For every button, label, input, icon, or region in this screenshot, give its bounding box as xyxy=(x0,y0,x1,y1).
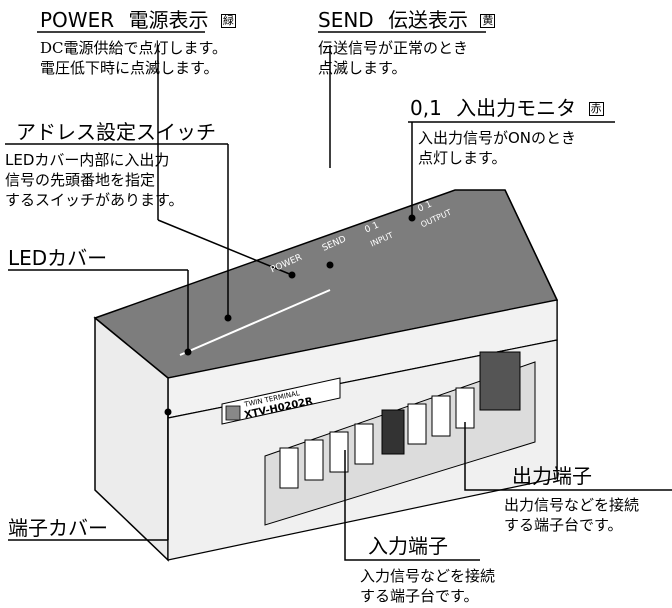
address-switch-desc: LEDカバー内部に入出力 信号の先頭番地を指定 するスイッチがあります。 xyxy=(5,150,184,210)
terminal-connector xyxy=(479,351,521,411)
io-monitor-desc: 入出力信号がONのとき 点灯します。 xyxy=(418,128,576,168)
terminal-screw xyxy=(329,431,349,473)
input-terminal-block xyxy=(279,423,374,489)
io-monitor-title: 0,1 入出力モニタ 赤 xyxy=(410,98,604,118)
terminal-screw xyxy=(279,447,299,489)
send-color-mark: 黄 xyxy=(480,14,496,28)
output-terminal-title: 出力端子 xyxy=(512,464,592,488)
send-desc: 伝送信号が正常のとき 点滅します。 xyxy=(318,38,468,78)
terminal-screw xyxy=(431,395,451,437)
power-desc: DC電源供給で点灯します。 電圧低下時に点滅します。 xyxy=(40,38,227,78)
io-monitor-jp: 入出力モニタ xyxy=(456,96,577,120)
io-monitor-desc-line: 点灯します。 xyxy=(418,149,507,167)
model-plate xyxy=(221,377,341,425)
power-label: POWER xyxy=(40,8,115,32)
input-terminal-title: 入力端子 xyxy=(368,534,448,558)
send-desc-line: 伝送信号が正常のとき xyxy=(318,39,469,57)
input-terminal-desc-line: する端子台です。 xyxy=(360,587,479,605)
power-jp: 電源表示 xyxy=(128,8,209,32)
output-terminal-desc: 出力信号などを接続 する端子台です。 xyxy=(504,495,639,535)
input-terminal-desc-line: 入力信号などを接続 xyxy=(360,567,496,585)
output-terminal-block xyxy=(407,387,475,445)
terminal-screw xyxy=(354,423,374,465)
io-monitor-label: 0,1 xyxy=(410,96,442,120)
model-plate-square xyxy=(225,405,241,421)
led-cover-title: LEDカバー xyxy=(8,246,108,270)
terminal-separator xyxy=(381,409,405,455)
terminal-cover-title: 端子カバー xyxy=(8,516,108,540)
terminal-screw xyxy=(304,439,324,481)
io-monitor-desc-line: 入出力信号がONのとき xyxy=(418,129,577,147)
power-title: POWER 電源表示 緑 xyxy=(40,10,236,30)
terminal-screw xyxy=(407,403,427,445)
send-label: SEND xyxy=(318,8,374,32)
power-desc-line: DC電源供給で点灯します。 xyxy=(40,39,228,57)
output-terminal-desc-line: 出力信号などを接続 xyxy=(504,496,640,514)
input-terminal-desc: 入力信号などを接続 する端子台です。 xyxy=(360,566,495,606)
send-title: SEND 伝送表示 黄 xyxy=(318,8,496,32)
address-switch-title: アドレス設定スイッチ xyxy=(16,120,216,144)
address-switch-desc-line: LEDカバー内部に入出力 xyxy=(5,151,170,169)
send-desc-line: 点滅します。 xyxy=(318,59,407,77)
address-switch-desc-line: 信号の先頭番地を指定 xyxy=(5,171,156,189)
power-color-mark: 緑 xyxy=(220,14,236,28)
address-switch-desc-line: するスイッチがあります。 xyxy=(5,191,184,209)
io-monitor-color-mark: 赤 xyxy=(588,102,604,116)
power-desc-line: 電圧低下時に点滅します。 xyxy=(40,59,219,77)
output-terminal-desc-line: する端子台です。 xyxy=(504,516,623,534)
send-jp: 伝送表示 xyxy=(388,8,469,32)
